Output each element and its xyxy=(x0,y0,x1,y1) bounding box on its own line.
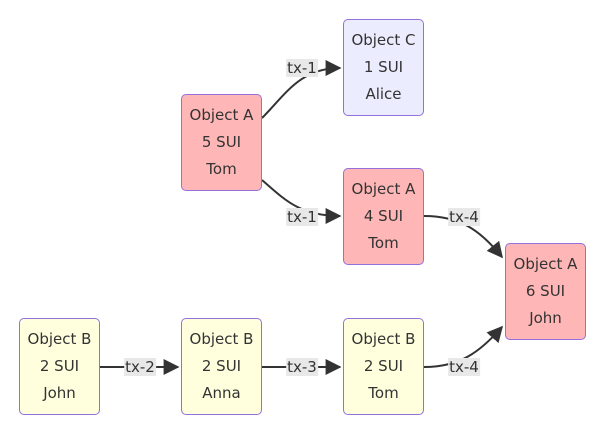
node-object-c-1-sui-alice[interactable]: Object C 1 SUI Alice xyxy=(343,19,424,116)
edge-label-tx-4-from-a4: tx-4 xyxy=(448,208,480,226)
edge-btom-a6 xyxy=(423,325,504,368)
node-title: Object B xyxy=(27,330,92,348)
node-object-b-2-sui-anna[interactable]: Object B 2 SUI Anna xyxy=(181,318,262,415)
node-title: Object B xyxy=(189,330,254,348)
node-amount: 5 SUI xyxy=(201,133,242,151)
node-title: Object A xyxy=(351,180,416,198)
node-amount: 2 SUI xyxy=(363,357,404,375)
edge-label-tx-1-to-a4: tx-1 xyxy=(286,208,318,226)
node-owner: John xyxy=(529,309,562,327)
node-title: Object C xyxy=(351,31,416,49)
node-amount: 2 SUI xyxy=(201,357,242,375)
edge-label-tx-4-from-btom: tx-4 xyxy=(448,358,480,376)
node-title: Object A xyxy=(189,106,254,124)
node-object-a-6-sui-john[interactable]: Object A 6 SUI John xyxy=(505,243,586,340)
node-amount: 2 SUI xyxy=(39,357,80,375)
node-owner: Tom xyxy=(368,234,399,252)
edge-a4-a6 xyxy=(423,215,504,259)
node-title: Object A xyxy=(513,255,578,273)
node-object-b-2-sui-john[interactable]: Object B 2 SUI John xyxy=(19,318,100,415)
node-object-b-2-sui-tom[interactable]: Object B 2 SUI Tom xyxy=(343,318,424,415)
node-object-a-5-sui-tom[interactable]: Object A 5 SUI Tom xyxy=(181,94,262,191)
node-title: Object B xyxy=(351,330,416,348)
node-amount: 6 SUI xyxy=(525,282,566,300)
node-owner: Anna xyxy=(202,384,241,402)
node-amount: 1 SUI xyxy=(363,58,404,76)
edge-a5-a4 xyxy=(261,179,342,224)
node-object-a-4-sui-tom[interactable]: Object A 4 SUI Tom xyxy=(343,168,424,265)
node-owner: Tom xyxy=(368,384,399,402)
edge-label-tx-1-to-c: tx-1 xyxy=(286,59,318,77)
node-owner: Alice xyxy=(365,85,402,103)
edge-label-tx-2: tx-2 xyxy=(124,358,156,376)
node-amount: 4 SUI xyxy=(363,207,404,225)
edge-label-tx-3: tx-3 xyxy=(286,358,318,376)
node-owner: John xyxy=(43,384,76,402)
node-owner: Tom xyxy=(206,160,237,178)
edge-a5-c1 xyxy=(261,60,342,119)
